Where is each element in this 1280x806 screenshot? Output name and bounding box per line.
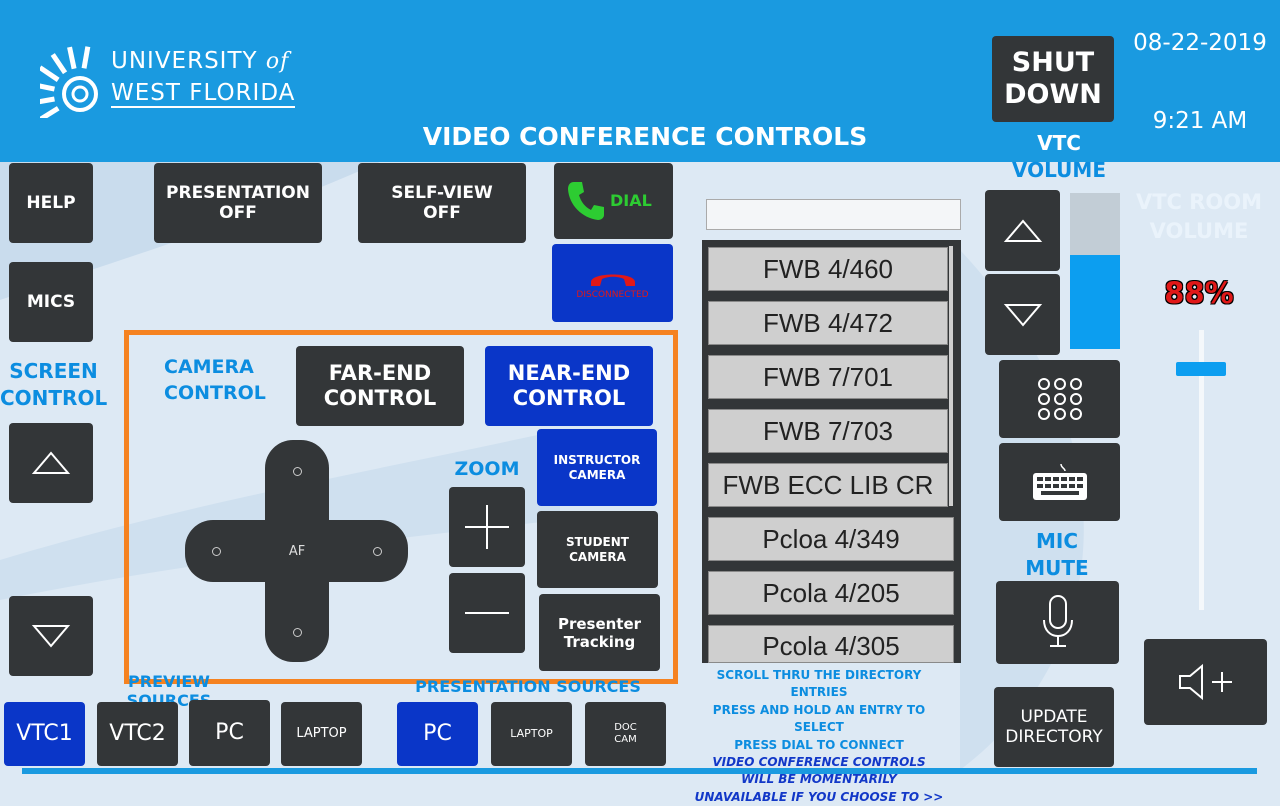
- zoom-label: ZOOM: [454, 458, 520, 480]
- keypad-icon: [1037, 378, 1082, 420]
- mics-button[interactable]: MICS: [9, 262, 93, 342]
- directory-entry[interactable]: Pcola 4/305: [708, 625, 954, 663]
- pan-up-button[interactable]: [278, 452, 316, 490]
- directory-search-input[interactable]: [706, 199, 961, 230]
- help-button[interactable]: HELP: [9, 163, 93, 243]
- triangle-down-icon: [31, 625, 71, 648]
- directory-entry[interactable]: FWB 7/701: [708, 355, 948, 399]
- directory-entry[interactable]: FWB 4/472: [708, 301, 948, 345]
- directory-entry[interactable]: FWB 4/460: [708, 247, 948, 291]
- connection-status: DISCONNECTED: [576, 289, 649, 300]
- zoom-out-button[interactable]: [449, 573, 525, 653]
- keypad-button[interactable]: [999, 360, 1120, 438]
- vtc-volume-gauge: [1070, 193, 1120, 349]
- circle-down-icon: [292, 627, 302, 637]
- directory-entry[interactable]: FWB ECC LIB CR: [708, 463, 948, 507]
- triangle-up-icon: [31, 451, 71, 474]
- university-logo-text: UNIVERSITY of: [111, 48, 290, 74]
- dial-label: DIAL: [610, 191, 652, 211]
- pan-left-button[interactable]: [197, 532, 235, 570]
- vtc-volume-fill: [1070, 255, 1120, 349]
- zoom-in-button[interactable]: [449, 487, 525, 567]
- room-volume-slider-track[interactable]: [1199, 330, 1204, 610]
- room-volume-value: 88%: [1164, 276, 1234, 310]
- speaker-plus-icon: [1178, 663, 1232, 701]
- screen-down-button[interactable]: [9, 596, 93, 676]
- plus-icon: [465, 505, 509, 549]
- screen-up-button[interactable]: [9, 423, 93, 503]
- pan-down-button[interactable]: [278, 613, 316, 651]
- preview-source-pc[interactable]: PC: [189, 700, 270, 766]
- minus-icon: [465, 612, 509, 614]
- autofocus-button[interactable]: AF: [288, 543, 306, 559]
- preview-source-vtc1[interactable]: VTC1: [4, 702, 85, 766]
- microphone-icon: [1042, 594, 1073, 647]
- triangle-down-icon: [1003, 303, 1042, 327]
- preview-source-laptop[interactable]: LAPTOP: [281, 702, 362, 766]
- directory-entry[interactable]: FWB 7/703: [708, 409, 948, 453]
- directory-instructions: SCROLL THRU THE DIRECTORY ENTRIES PRESS …: [694, 668, 944, 804]
- hangup-phone-icon: [590, 274, 635, 286]
- circle-up-icon: [292, 466, 302, 476]
- pan-right-button[interactable]: [358, 532, 396, 570]
- directory-entry[interactable]: Pcloa 4/349: [708, 517, 954, 561]
- dial-button[interactable]: DIAL: [554, 163, 673, 239]
- presentation-source-laptop[interactable]: LAPTOP: [491, 702, 572, 766]
- room-volume-up-button[interactable]: [1144, 639, 1267, 725]
- vtc-volume-up-button[interactable]: [985, 190, 1060, 271]
- keyboard-button[interactable]: [999, 443, 1120, 521]
- university-logo-icon: [40, 46, 98, 118]
- keyboard-icon: [1032, 463, 1087, 500]
- university-logo-text-line2: WEST FLORIDA: [111, 80, 296, 108]
- circle-right-icon: [372, 546, 382, 556]
- preview-source-vtc2[interactable]: VTC2: [97, 702, 178, 766]
- dpad-horizontal-bar: [185, 520, 408, 582]
- vtc-volume-down-button[interactable]: [985, 274, 1060, 355]
- phone-icon: [568, 182, 604, 220]
- room-volume-slider-handle[interactable]: [1176, 362, 1226, 376]
- directory-entry[interactable]: Pcola 4/205: [708, 571, 954, 615]
- disconnect-button[interactable]: DISCONNECTED: [552, 244, 673, 322]
- presentation-source-pc[interactable]: PC: [397, 702, 478, 766]
- page-title: VIDEO CONFERENCE CONTROLS: [422, 122, 868, 151]
- time-display: 9:21 AM: [1152, 108, 1248, 134]
- presentation-sources-label: PRESENTATION SOURCES: [415, 677, 641, 696]
- circle-left-icon: [211, 546, 221, 556]
- triangle-up-icon: [1003, 218, 1042, 242]
- directory-scrollbar[interactable]: [949, 246, 953, 506]
- camera-control-panel: [124, 330, 678, 684]
- mic-mute-button[interactable]: [996, 581, 1119, 664]
- date-display: 08-22-2019: [1133, 30, 1267, 56]
